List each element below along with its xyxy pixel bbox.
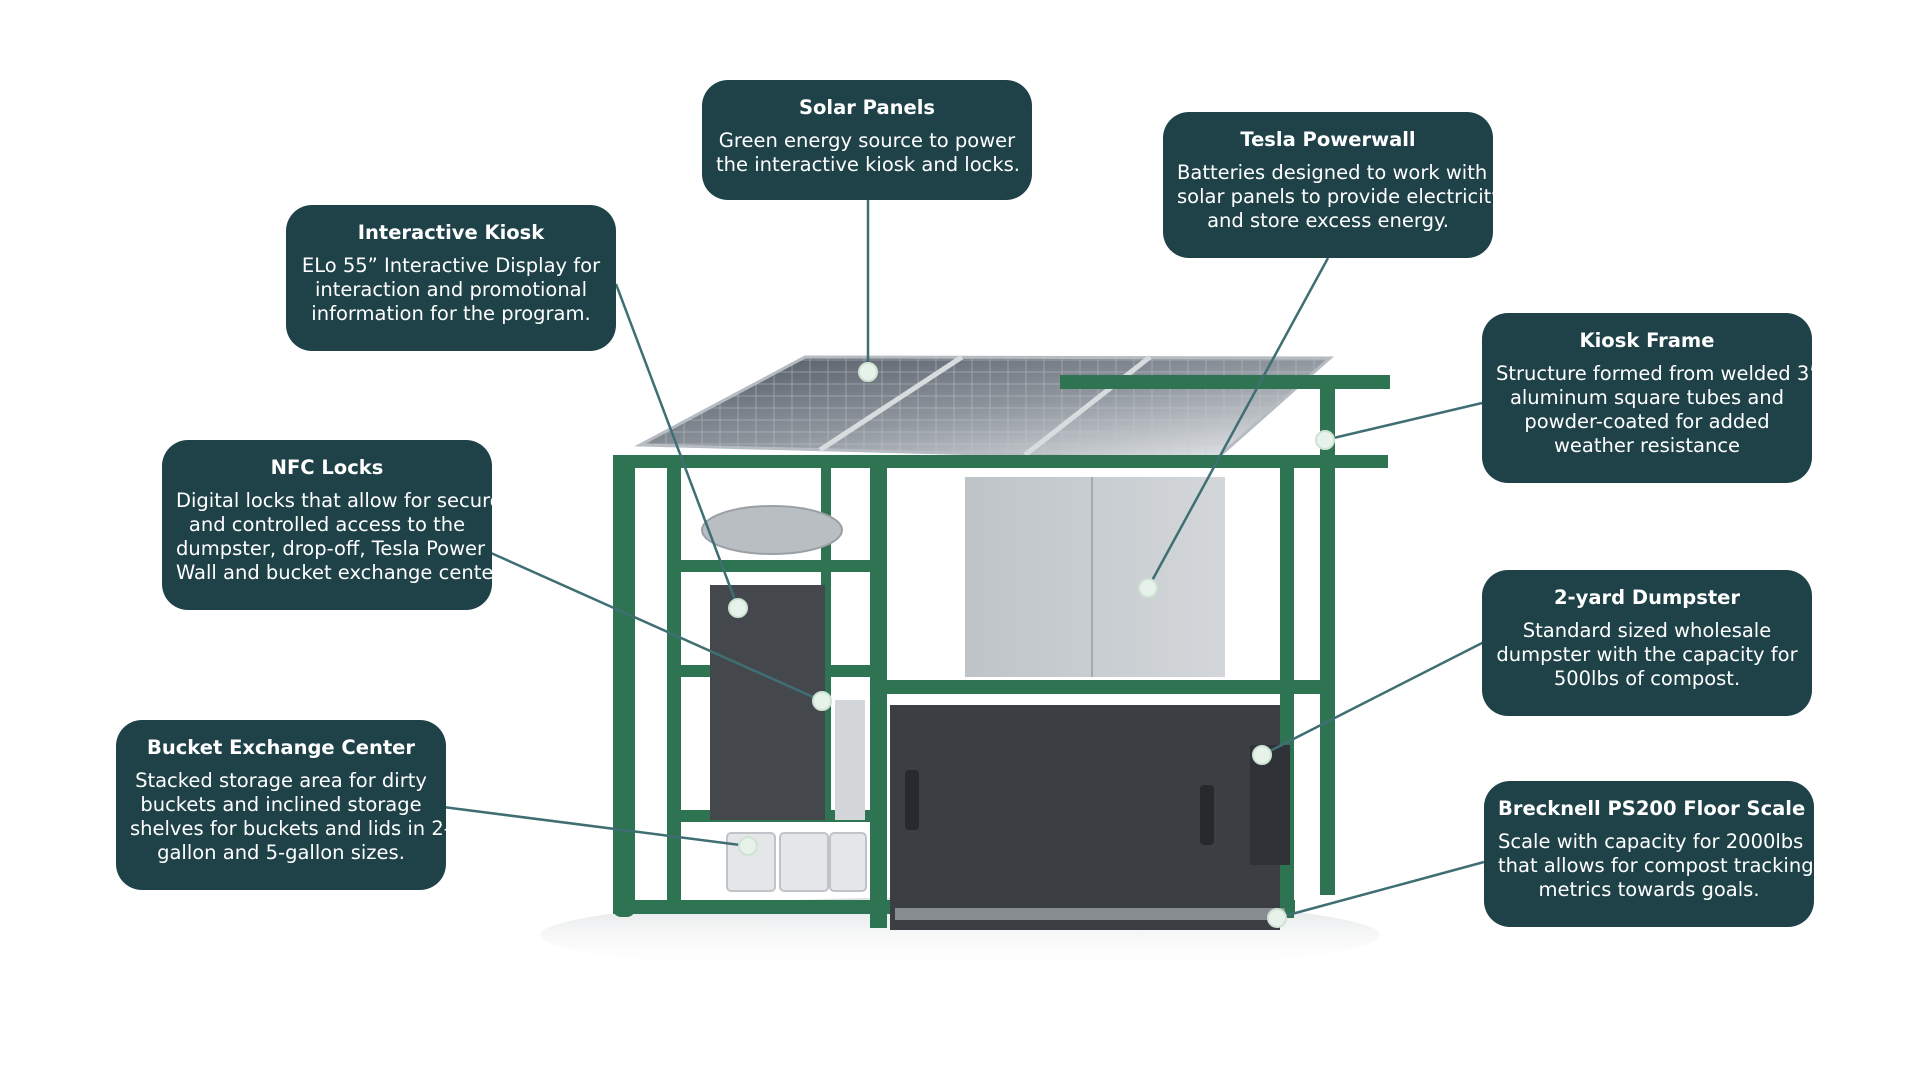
- callout-body: ELo 55” Interactive Display for interact…: [301, 254, 601, 325]
- callout-tesla-powerwall: Tesla Powerwall Batteries designed to wo…: [1163, 112, 1503, 258]
- callout-interactive-kiosk: Interactive Kiosk ELo 55” Interactive Di…: [286, 205, 616, 351]
- callout-body: Stacked storage area for dirty buckets a…: [130, 769, 451, 864]
- callout-body: Green energy source to power the interac…: [716, 129, 1021, 176]
- callout-title: Brecknell PS200 Floor Scale: [1498, 797, 1806, 820]
- floor-scale: [895, 908, 1285, 920]
- callout-body: Digital locks that allow for secure and …: [176, 489, 506, 584]
- interactive-display: [710, 585, 825, 820]
- bucket-stack: [835, 700, 865, 820]
- callout-body: Standard sized wholesale dumpster with t…: [1496, 619, 1798, 690]
- callout-title: NFC Locks: [270, 456, 384, 479]
- leader-lines: [442, 200, 1485, 920]
- callout-title: Interactive Kiosk: [357, 221, 545, 244]
- callout-title: Tesla Powerwall: [1240, 128, 1416, 151]
- callout-bucket-exchange-center: Bucket Exchange Center Stacked storage a…: [116, 720, 451, 890]
- callout-solar-panels: Solar Panels Green energy source to powe…: [702, 80, 1032, 200]
- callout-title: Bucket Exchange Center: [146, 736, 416, 759]
- callout-nfc-locks: NFC Locks Digital locks that allow for s…: [162, 440, 506, 610]
- callout-2-yard-dumpster: 2-yard Dumpster Standard sized wholesale…: [1482, 570, 1812, 716]
- callout-body: Scale with capacity for 2000lbs that all…: [1498, 830, 1814, 901]
- rolled-material: [701, 505, 843, 555]
- callout-title: 2-yard Dumpster: [1553, 586, 1740, 609]
- callout-body: Structure formed from welded 3” aluminum…: [1496, 362, 1820, 457]
- tesla-powerwall: [965, 477, 1225, 677]
- callout-title: Solar Panels: [798, 96, 935, 119]
- leader-dots: [728, 362, 1335, 928]
- callout-floor-scale: Brecknell PS200 Floor Scale Scale with c…: [1484, 781, 1814, 927]
- dumpster-body: [890, 705, 1290, 930]
- callout-title: Kiosk Frame: [1579, 329, 1715, 352]
- callout-kiosk-frame: Kiosk Frame Structure formed from welded…: [1482, 313, 1820, 483]
- callout-body: Batteries designed to work with solar pa…: [1177, 161, 1503, 232]
